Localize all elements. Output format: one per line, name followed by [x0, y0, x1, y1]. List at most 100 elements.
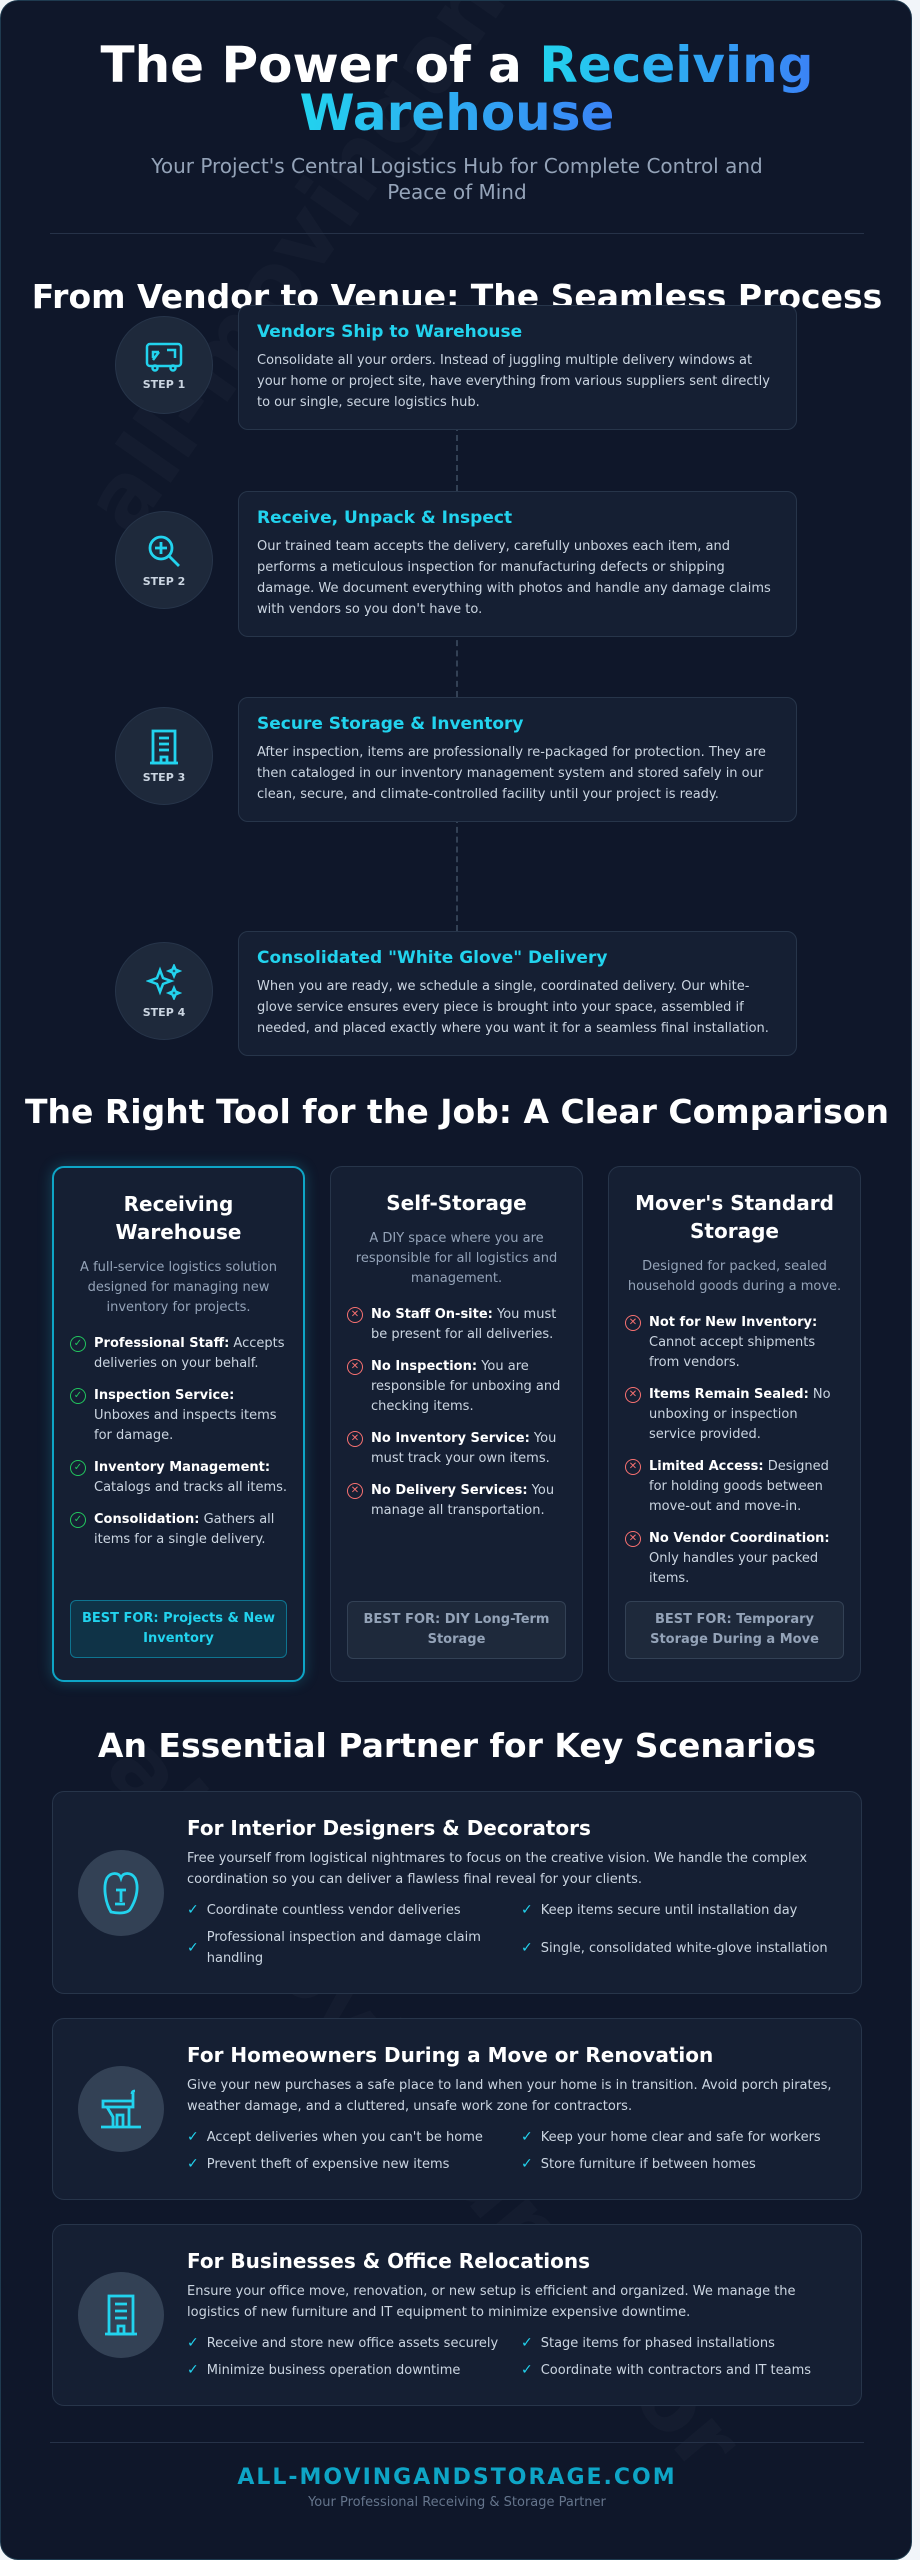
- step-title: Secure Storage & Inventory: [257, 714, 524, 734]
- divider: [50, 233, 864, 234]
- x-circle-icon: ✕: [625, 1315, 641, 1331]
- x-circle-icon: ✕: [625, 1459, 641, 1475]
- scenario-point: ✓ Single, consolidated white-glove instal…: [521, 1927, 835, 1969]
- step-title: Consolidated "White Glove" Delivery: [257, 948, 608, 968]
- comparison-card: Self-Storage A DIY space where you are re…: [330, 1166, 583, 1682]
- check-icon: ✓: [187, 2362, 199, 2378]
- point-text: Stage items for phased installations: [540, 2336, 775, 2351]
- card-description: Designed for packed, sealed household go…: [627, 1259, 842, 1294]
- step-connector: [456, 817, 458, 931]
- feature-item: ✕No Vendor Coordination: Only handles yo…: [625, 1529, 844, 1589]
- scenario-body: For Interior Designers & Decorators Free…: [187, 1816, 835, 1969]
- feature-item: ✕ Items Remain Sealed: No unboxing or ins…: [625, 1385, 844, 1445]
- truck-transfer-icon: [145, 342, 183, 372]
- building-icon: [150, 729, 178, 764]
- point-text: Coordinate with contractors and IT teams: [540, 2363, 812, 2378]
- scenario-title: For Homeowners During a Move or Renovati…: [187, 2043, 714, 2067]
- point-text: Minimize business operation downtime: [206, 2363, 461, 2378]
- check-circle-icon: ✓: [70, 1512, 86, 1528]
- scenario-point: ✓ Minimize business operation downtime: [187, 2360, 501, 2381]
- scenario-point: ✓Coordinate with contractors and IT team…: [521, 2360, 835, 2381]
- office-building-icon: [78, 2272, 164, 2358]
- card-description: A DIY space where you are responsible fo…: [355, 1231, 558, 1286]
- check-icon: ✓: [521, 2335, 533, 2351]
- step-card: Vendors Ship to Warehouse Consolidate al…: [238, 305, 797, 430]
- scenarios-heading: An Essential Partner for Key Scenarios: [97, 1726, 817, 1765]
- feature-text: No unboxing or inspection service provid…: [649, 1387, 831, 1442]
- feature-item: ✕No Inspection: You are responsible for …: [347, 1357, 566, 1417]
- check-circle-icon: ✓: [70, 1388, 86, 1404]
- point-text: Prevent theft of expensive new items: [206, 2157, 450, 2172]
- point-text: Accept deliveries when you can't be home: [206, 2130, 483, 2145]
- scenario-body: For Homeowners During a Move or Renovati…: [187, 2043, 835, 2175]
- scenario-point: ✓ Keep items secure until installation da…: [521, 1900, 835, 1921]
- scenario-text: Give your new purchases a safe place to …: [187, 2078, 832, 2114]
- feature-item: ✓Inventory Management: Catalogs and trac…: [70, 1458, 287, 1498]
- scenario-point: ✓ Store furniture if between homes: [521, 2154, 835, 2175]
- card-title: Mover's Standard Storage: [635, 1191, 834, 1243]
- feature-item: ✓Inspection Service: Unboxes and inspect…: [70, 1386, 287, 1446]
- check-icon: ✓: [187, 2129, 199, 2145]
- scenario-point: ✓Coordinate countless vendor deliveries: [187, 1900, 501, 1921]
- step-card: Secure Storage & Inventory After inspect…: [238, 697, 797, 822]
- armchair-icon: [78, 1849, 164, 1936]
- feature-label: No Staff On-site:: [371, 1307, 493, 1322]
- scenario-point: ✓Keep your home clear and safe for worke…: [521, 2127, 835, 2148]
- scenario-card: For Businesses & Office Relocations Ensu…: [52, 2224, 862, 2406]
- step-badge: STEP 3: [115, 707, 213, 805]
- step-text: Consolidate all your orders. Instead of …: [257, 353, 770, 410]
- check-icon: ✓: [521, 2156, 533, 2172]
- scenario-text: Free yourself from logistical nightmares…: [187, 1851, 808, 1887]
- scenario-text: Ensure your office move, renovation, or …: [187, 2284, 796, 2320]
- feature-text: You must be present for all deliveries.: [371, 1307, 557, 1342]
- check-icon: ✓: [521, 1939, 533, 1956]
- feature-item: ✕ No Delivery Services: You manage all tr…: [347, 1481, 566, 1521]
- step-badge: STEP 2: [115, 511, 213, 609]
- feature-text: Accepts deliveries on your behalf.: [94, 1336, 285, 1371]
- feature-text: Only handles your packed items.: [649, 1551, 819, 1586]
- x-circle-icon: ✕: [625, 1387, 641, 1403]
- step-text: When you are ready, we schedule a single…: [257, 979, 769, 1036]
- x-circle-icon: ✕: [625, 1531, 641, 1547]
- step-card: Consolidated "White Glove" Delivery When…: [238, 931, 797, 1056]
- feature-text: You manage all transportation.: [371, 1483, 555, 1518]
- feature-label: Items Remain Sealed:: [649, 1387, 809, 1402]
- point-text: Store furniture if between homes: [540, 2157, 756, 2172]
- scenario-points: ✓Coordinate countless vendor deliveries✓…: [187, 1900, 835, 1969]
- step-text: Our trained team accepts the delivery, c…: [257, 539, 771, 617]
- card-title: Self-Storage: [386, 1191, 527, 1215]
- feature-label: No Delivery Services:: [371, 1483, 528, 1498]
- point-text: Coordinate countless vendor deliveries: [206, 1903, 461, 1918]
- feature-text: You are responsible for unboxing and che…: [371, 1359, 561, 1414]
- feature-item: ✕ No Staff On-site: You must be present f…: [347, 1305, 566, 1345]
- feature-item: ✕Limited Access: Designed for holding go…: [625, 1457, 844, 1517]
- step-badge: STEP 4: [115, 942, 213, 1040]
- scenario-point: ✓Prevent theft of expensive new items: [187, 2154, 501, 2175]
- feature-text: Designed for holding goods between move-…: [649, 1459, 829, 1514]
- x-circle-icon: ✕: [347, 1307, 363, 1323]
- check-icon: ✓: [187, 2335, 199, 2351]
- best-for-badge: BEST FOR: Projects & New Inventory: [70, 1600, 287, 1658]
- point-text: Single, consolidated white-glove install…: [540, 1940, 828, 1956]
- step-title: Receive, Unpack & Inspect: [257, 508, 513, 528]
- step-text: After inspection, items are professional…: [257, 745, 766, 802]
- feature-text: Unboxes and inspects items for damage.: [94, 1408, 277, 1443]
- scenario-body: For Businesses & Office Relocations Ensu…: [187, 2249, 835, 2381]
- home-renovation-icon: [78, 2066, 164, 2152]
- step-connector: [456, 630, 458, 697]
- point-text: Keep items secure until installation day: [540, 1903, 798, 1918]
- footer-brand[interactable]: ALL-MOVINGANDSTORAGE.COM: [237, 2465, 677, 2490]
- point-text: Professional inspection and damage claim…: [206, 1930, 481, 1966]
- scenario-title: For Businesses & Office Relocations: [187, 2249, 591, 2273]
- scenario-card: For Interior Designers & Decorators Free…: [52, 1791, 862, 1994]
- card-description: A full-service logistics solution design…: [80, 1260, 277, 1315]
- x-circle-icon: ✕: [347, 1483, 363, 1499]
- check-circle-icon: ✓: [70, 1336, 86, 1352]
- check-icon: ✓: [521, 1902, 533, 1918]
- feature-item: ✓Consolidation: Gathers all items for a …: [70, 1510, 287, 1550]
